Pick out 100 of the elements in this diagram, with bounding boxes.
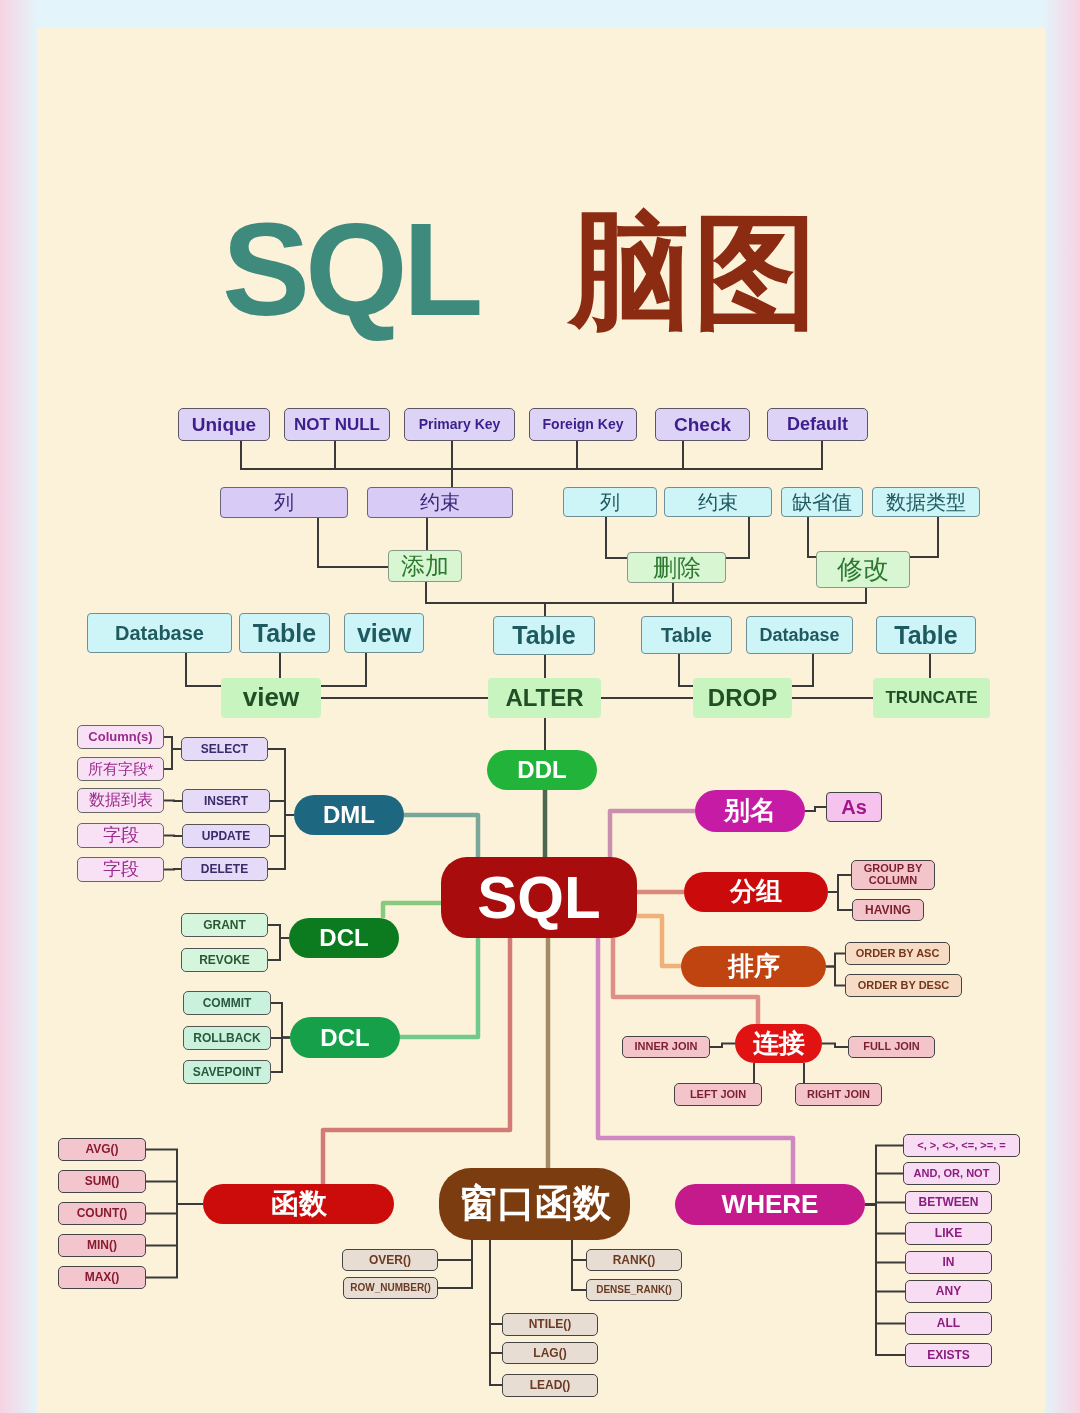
connector-line (320, 697, 489, 699)
keyword-label: Unique (191, 414, 257, 435)
keyword-label: ALL (936, 1317, 961, 1330)
topic-pill (735, 1024, 822, 1063)
keyword-label: SAVEPOINT (192, 1065, 262, 1079)
topic-label: WHERE (721, 1190, 819, 1219)
keyword-label: COMMIT (202, 996, 252, 1010)
keyword-label: INNER JOIN (634, 1041, 698, 1053)
keyword-box (87, 613, 232, 653)
keyword-box (58, 1266, 146, 1289)
keyword-box (342, 1249, 438, 1271)
keyword-box (58, 1202, 146, 1225)
keyword-label: 列 (274, 492, 294, 513)
connector-line (753, 1062, 755, 1084)
connector-line (437, 1239, 473, 1289)
keyword-box (181, 857, 268, 881)
keyword-label: DROP (707, 685, 778, 711)
keyword-box (781, 487, 863, 517)
keyword-label: LIKE (934, 1227, 963, 1240)
keyword-box (183, 991, 271, 1015)
keyword-label: COUNT() (76, 1207, 128, 1220)
connector-line (267, 814, 295, 870)
connector-line (544, 654, 546, 679)
keyword-label: ORDER BY DESC (857, 979, 950, 992)
keyword-label: AND, OR, NOT (913, 1167, 990, 1180)
topic-pill (487, 750, 597, 790)
connector-line (600, 697, 694, 699)
keyword-box (181, 913, 268, 937)
keyword-box (693, 678, 792, 718)
keyword-label: DELETE (200, 862, 249, 876)
topic-pill (289, 918, 399, 958)
connector-line (825, 965, 846, 987)
keyword-label: 字段 (102, 826, 139, 845)
keyword-box (388, 550, 462, 582)
keyword-box (674, 1083, 762, 1106)
keyword-label: 约束 (698, 491, 738, 513)
topic-pill (675, 1184, 865, 1225)
topic-label: 排序 (727, 952, 780, 981)
keyword-box (795, 1083, 882, 1106)
keyword-label: NOT NULL (294, 415, 380, 434)
keyword-box (77, 857, 164, 882)
topic-label: SQL (477, 866, 601, 929)
connector-line (544, 717, 546, 751)
keyword-label: RANK() (612, 1253, 656, 1267)
connector-line (929, 653, 931, 679)
keyword-box (563, 487, 657, 517)
branch-line (610, 938, 761, 1024)
keyword-label: ORDER BY ASC (855, 947, 940, 960)
connector-line (909, 516, 939, 558)
topic-pill (695, 790, 805, 832)
keyword-label: 数据到表 (88, 792, 153, 809)
keyword-box (905, 1343, 992, 1367)
branch-line (404, 812, 481, 857)
keyword-label: view (356, 619, 412, 647)
keyword-box (77, 823, 164, 848)
keyword-box (404, 408, 515, 441)
keyword-label: GRANT (203, 918, 246, 932)
keyword-box (493, 616, 595, 655)
topic-label: DCL (320, 1024, 370, 1051)
keyword-box (58, 1234, 146, 1257)
keyword-box (183, 1026, 271, 1050)
keyword-label: 删除 (652, 554, 701, 581)
topic-pill (290, 1017, 400, 1058)
keyword-label: LAG() (533, 1346, 567, 1360)
topic-label: 连接 (752, 1029, 805, 1058)
keyword-box (182, 824, 270, 848)
branch-line (637, 889, 684, 895)
keyword-box (816, 551, 910, 588)
topic-label: DML (323, 802, 375, 828)
keyword-box (343, 1277, 438, 1299)
keyword-label: AVG() (85, 1143, 119, 1156)
keyword-label: LEFT JOIN (689, 1088, 747, 1101)
topic-label: 函数 (270, 1189, 327, 1219)
connector-line (571, 1239, 587, 1291)
keyword-box (344, 613, 424, 653)
keyword-label: LEAD() (529, 1379, 571, 1392)
keyword-box (905, 1191, 992, 1214)
keyword-box (641, 616, 732, 654)
keyword-box (586, 1279, 682, 1301)
keyword-label: Primary Key (418, 417, 501, 432)
keyword-label: EXISTS (927, 1348, 970, 1362)
connector-line (807, 516, 817, 558)
topic-pill (203, 1184, 394, 1224)
keyword-box (181, 948, 268, 972)
central-topic (441, 857, 637, 938)
keyword-label: RIGHT JOIN (807, 1088, 870, 1101)
keyword-box (367, 487, 513, 518)
keyword-box (586, 1249, 682, 1271)
connector-line (163, 799, 183, 802)
connector-line (827, 891, 853, 911)
keyword-box (664, 487, 772, 517)
connector-line (489, 1239, 503, 1386)
keyword-label: 约束 (420, 492, 460, 513)
topic-pill (294, 795, 404, 835)
topic-pill (681, 946, 826, 987)
keyword-box (655, 408, 750, 441)
connector-line (163, 868, 182, 871)
branch-line (595, 938, 796, 1184)
connector-line (791, 653, 814, 687)
keyword-box (767, 408, 868, 441)
